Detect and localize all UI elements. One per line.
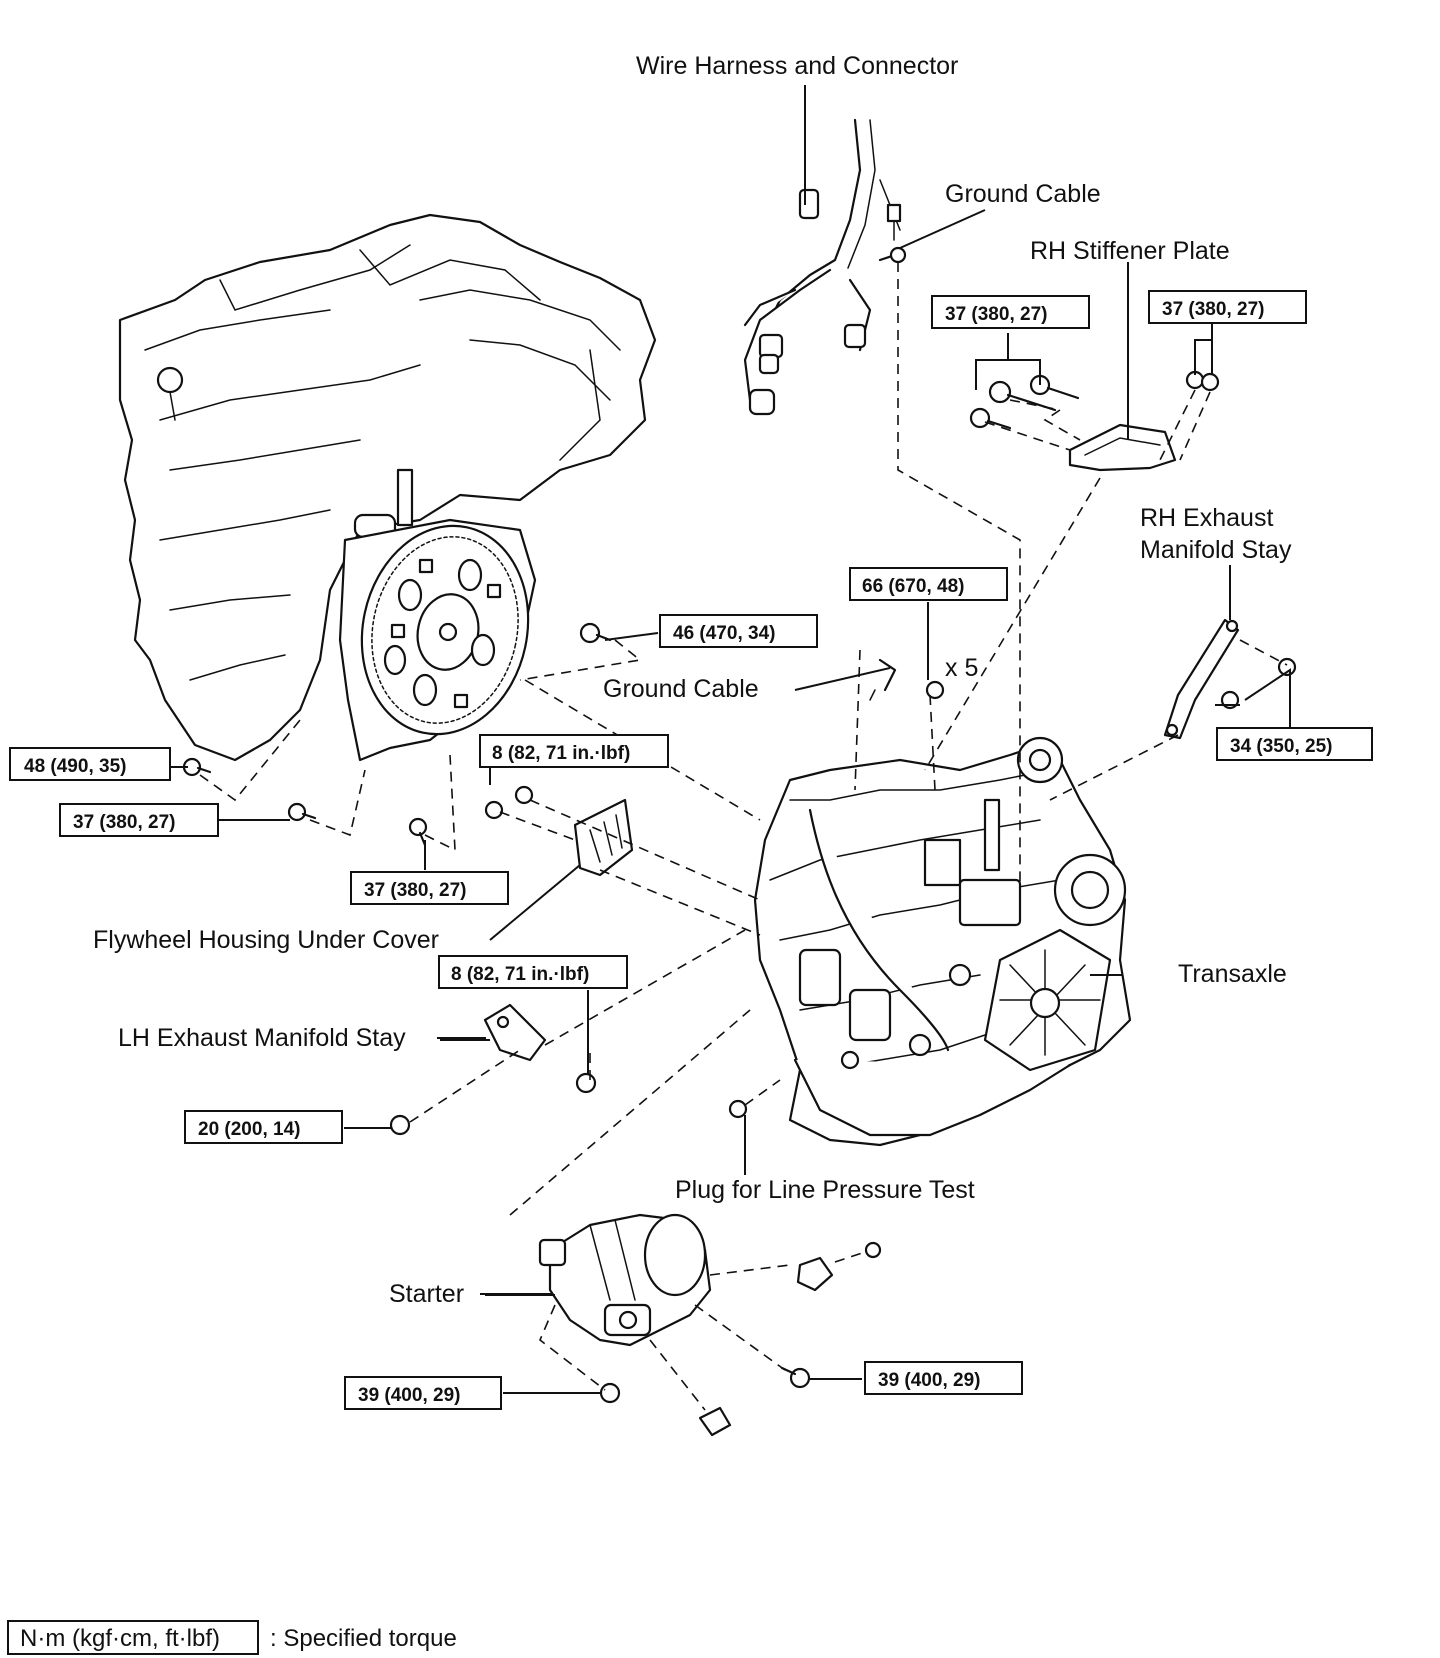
wire-harness xyxy=(743,118,901,416)
leader-lines xyxy=(170,85,1291,1394)
svg-text:37 (380, 27): 37 (380, 27) xyxy=(73,812,175,833)
transaxle-body xyxy=(753,736,1132,1147)
ground-cable-mid xyxy=(869,658,945,701)
torque-lh-20: 20 (200, 14) xyxy=(184,1110,343,1144)
svg-text:37 (380, 27): 37 (380, 27) xyxy=(945,304,1047,325)
engine-block xyxy=(118,213,657,762)
torque-cover-8a: 8 (82, 71 in.·lbf) xyxy=(479,734,669,768)
svg-text:37 (380, 27): 37 (380, 27) xyxy=(1162,299,1264,320)
svg-text:46 (470, 34): 46 (470, 34) xyxy=(673,623,775,644)
svg-text:20 (200, 14): 20 (200, 14) xyxy=(198,1119,300,1140)
stiffener-bolt-1 xyxy=(988,380,1057,412)
torque-cover-8b: 8 (82, 71 in.·lbf) xyxy=(438,955,628,989)
assembly-lines xyxy=(199,262,1288,1411)
stiffener-bolt-2 xyxy=(1029,374,1080,400)
label-lh-exhaust-manifold-stay: LH Exhaust Manifold Stay xyxy=(118,1024,406,1052)
label-rh-exhaust-line1: RH Exhaust xyxy=(1140,504,1273,532)
torque-flywheel-46: 46 (470, 34) xyxy=(659,614,818,648)
label-x5: x 5 xyxy=(945,654,978,682)
svg-text:37 (380, 27): 37 (380, 27) xyxy=(364,880,466,901)
rh-stiffener-plate xyxy=(969,370,1220,472)
torque-rh-stiffener-a: 37 (380, 27) xyxy=(931,295,1090,329)
legend: N·m (kgf·cm, ft·lbf) : Specified torque xyxy=(7,1620,457,1655)
ground-cable-top xyxy=(878,203,907,264)
svg-text:34 (350, 25): 34 (350, 25) xyxy=(1230,736,1332,757)
cover-bolts-8 xyxy=(484,785,534,820)
label-rh-stiffener-plate: RH Stiffener Plate xyxy=(1030,237,1230,265)
label-starter: Starter xyxy=(389,1280,464,1308)
torque-ground-66: 66 (670, 48) xyxy=(849,567,1008,601)
torque-left-48: 48 (490, 35) xyxy=(9,747,171,781)
rh-exhaust-manifold-stay xyxy=(1163,618,1297,740)
flywheel-housing-under-cover xyxy=(573,798,634,877)
torque-rh-stay-34: 34 (350, 25) xyxy=(1216,727,1373,761)
stiffener-bolt-4 xyxy=(1185,370,1220,392)
drive-plate xyxy=(338,518,537,762)
line-pressure-plug xyxy=(728,1099,748,1119)
svg-text:48 (490, 35): 48 (490, 35) xyxy=(24,756,126,777)
legend-text: : Specified torque xyxy=(270,1625,457,1652)
svg-text:39 (400, 29): 39 (400, 29) xyxy=(878,1370,980,1391)
torque-starter-39-left: 39 (400, 29) xyxy=(344,1376,502,1410)
starter xyxy=(538,1213,882,1437)
stiffener-bolt-3 xyxy=(969,407,1012,430)
bolt-37-left xyxy=(287,802,317,822)
label-ground-cable-mid: Ground Cable xyxy=(603,675,759,703)
svg-text:8 (82, 71 in.·lbf): 8 (82, 71 in.·lbf) xyxy=(492,743,630,764)
bolt-37-lower xyxy=(408,817,428,847)
label-transaxle: Transaxle xyxy=(1178,960,1287,988)
torque-left-37: 37 (380, 27) xyxy=(59,803,219,837)
label-ground-cable-top: Ground Cable xyxy=(945,180,1101,208)
torque-starter-39-right: 39 (400, 29) xyxy=(864,1361,1023,1395)
svg-text:66 (670, 48): 66 (670, 48) xyxy=(862,576,964,597)
svg-text:8 (82, 71 in.·lbf): 8 (82, 71 in.·lbf) xyxy=(451,964,589,985)
label-wire-harness: Wire Harness and Connector xyxy=(636,52,958,80)
torque-lower-37: 37 (380, 27) xyxy=(350,871,509,905)
lh-exhaust-manifold-stay xyxy=(389,1003,597,1136)
torque-rh-stiffener-b: 37 (380, 27) xyxy=(1148,290,1307,324)
label-line-pressure-plug: Plug for Line Pressure Test xyxy=(675,1176,975,1204)
label-rh-exhaust-line2: Manifold Stay xyxy=(1140,536,1292,564)
label-flywheel-housing-under-cover: Flywheel Housing Under Cover xyxy=(93,926,439,954)
legend-unit: N·m (kgf·cm, ft·lbf) xyxy=(20,1625,220,1652)
svg-text:39 (400, 29): 39 (400, 29) xyxy=(358,1385,460,1406)
